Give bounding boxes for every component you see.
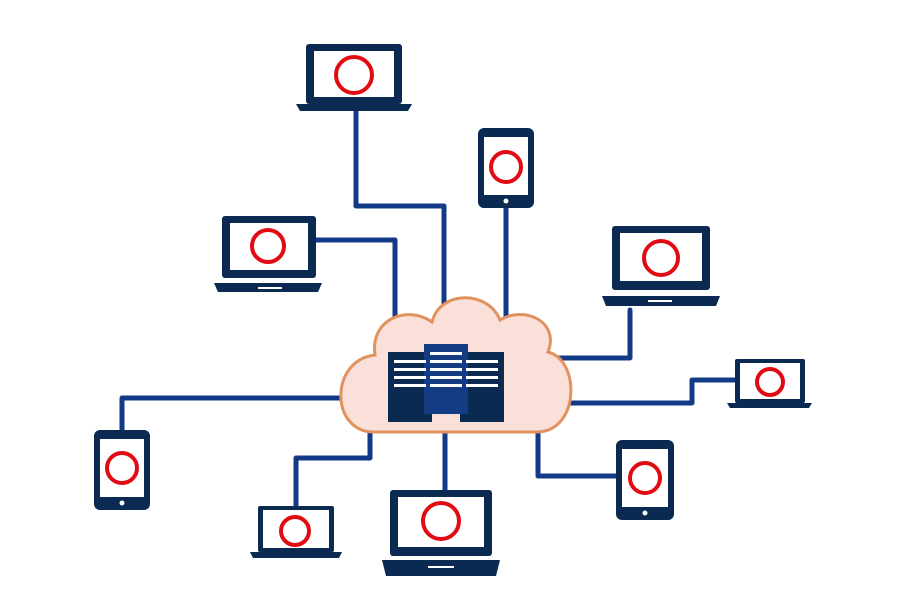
cable-laptop-bottom-left [293, 415, 373, 511]
smartphone-icon [616, 440, 674, 520]
smartphone-icon [478, 128, 534, 208]
laptop-icon [382, 490, 500, 576]
phone-top [478, 128, 534, 208]
laptop-top [296, 44, 412, 111]
smartphone-icon [94, 430, 150, 510]
phone-left [94, 430, 150, 510]
laptop-bottom-center [382, 490, 500, 576]
laptop-icon [214, 216, 322, 292]
laptop-icon [250, 506, 342, 558]
cloud-hub [339, 296, 573, 434]
cable-laptop-right [565, 377, 738, 406]
laptop-icon [602, 226, 720, 306]
cable-laptop-upper-left [311, 237, 398, 333]
laptop-icon [727, 359, 812, 408]
laptop-bottom-left [250, 506, 342, 558]
phone-bottom-right [616, 440, 674, 520]
cable-laptop-top [353, 107, 447, 323]
laptop-right [727, 359, 812, 408]
laptop-upper-right [602, 226, 720, 306]
cable-phone-left [119, 395, 348, 436]
server-rack-icon [388, 344, 504, 422]
cable-phone-bottom-right [535, 425, 619, 479]
laptop-upper-left [214, 216, 322, 292]
cable-laptop-upper-right [542, 307, 633, 361]
server-slots [394, 352, 498, 387]
laptop-icon [296, 44, 412, 111]
